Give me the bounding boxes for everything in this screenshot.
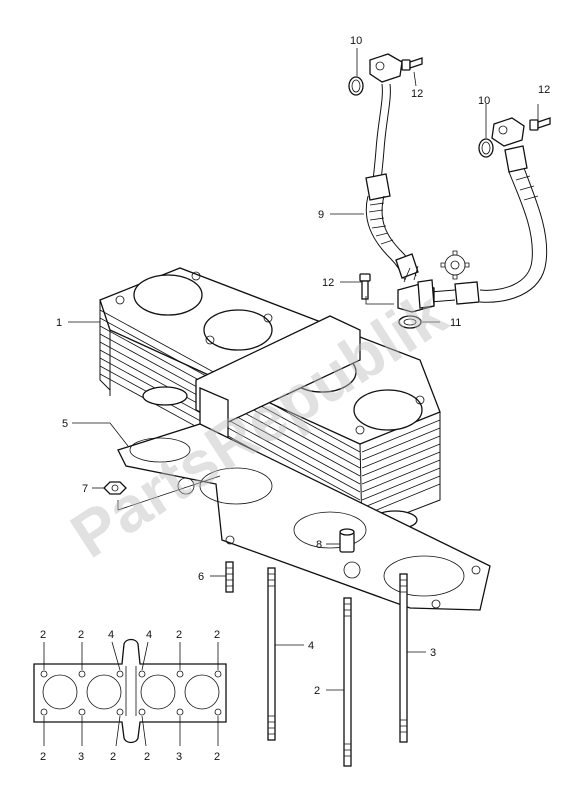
inset-label-top-6: 2 [214,629,220,641]
cylinder-gasket [117,423,491,611]
callout-4: 4 [308,640,314,652]
inset-label-bottom-4: 2 [144,751,150,763]
callout-6: 6 [198,571,204,583]
bolt-12-left [401,57,423,71]
callout-7: 7 [82,483,88,495]
callout-9: 9 [318,209,324,221]
callout-12-mid: 12 [322,277,334,289]
callout-11: 11 [450,317,461,329]
callout-5: 5 [62,418,68,430]
inset-label-top-5: 2 [176,629,182,641]
inset-label-bottom-3: 2 [110,751,116,763]
inset-label-top-4: 4 [146,629,152,641]
oil-hose-left [365,53,435,313]
washer-10-left [348,76,364,96]
stud-6 [225,561,234,593]
callout-leaders [68,48,539,691]
callout-1: 1 [56,317,62,329]
callout-12-left: 12 [411,88,423,100]
washer-11 [398,315,422,329]
oil-hose-right [417,117,548,309]
washer-10-right [478,138,494,158]
inset-label-bottom-6: 2 [214,751,220,763]
bolt-12-mid [359,273,371,300]
bolt-12-right [529,117,551,131]
callout-3: 3 [430,647,436,659]
dowel-8 [339,528,355,553]
callout-10-left: 10 [350,35,362,47]
callout-12-right: 12 [538,84,550,96]
gear-icon [440,250,470,280]
inset-label-bottom-5: 3 [176,751,182,763]
callout-8: 8 [316,539,322,551]
gasket-inset [33,638,227,747]
inset-label-top-2: 2 [78,629,84,641]
stud-4 [267,567,276,741]
stud-3 [399,573,408,743]
inset-label-bottom-2: 3 [78,751,84,763]
callout-10-right: 10 [478,95,490,107]
inset-label-top-3: 4 [108,629,114,641]
callout-2: 2 [314,685,320,697]
nut-7 [103,481,127,495]
inset-label-bottom-1: 2 [40,751,46,763]
callout-labels: 10 12 10 12 9 12 11 1 5 7 8 6 4 2 3 2 2 … [40,35,550,763]
stud-2 [343,597,352,767]
inset-label-top-1: 2 [40,629,46,641]
